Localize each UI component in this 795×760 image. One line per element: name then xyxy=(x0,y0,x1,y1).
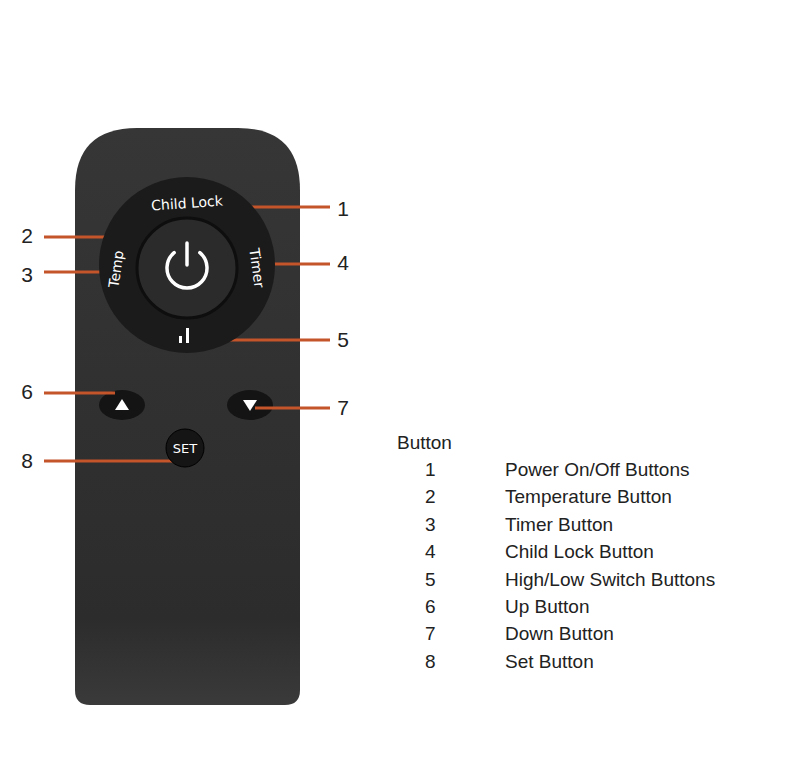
table-cell-number: 8 xyxy=(425,652,436,673)
remote-body xyxy=(75,128,300,705)
table-cell-number: 1 xyxy=(425,460,436,481)
table-cell-text: Up Button xyxy=(505,597,590,618)
table-cell-number: 7 xyxy=(425,624,436,645)
leader-line xyxy=(268,263,330,266)
table-cell-text: Temperature Button xyxy=(505,487,672,508)
table-cell-number: 2 xyxy=(425,487,436,508)
callout-number: 8 xyxy=(21,449,33,472)
table-header: Button xyxy=(397,433,452,454)
table-cell-text: Timer Button xyxy=(505,515,613,536)
power-button xyxy=(137,218,237,318)
table-cell-text: Down Button xyxy=(505,624,614,645)
callout-number: 7 xyxy=(337,396,349,419)
table-cell-number: 3 xyxy=(425,515,436,536)
up-arrow xyxy=(115,399,129,410)
table-cell-text: Power On/Off Buttons xyxy=(505,460,689,481)
callout-number: 4 xyxy=(337,251,349,274)
leader-line xyxy=(44,271,101,274)
dial-ring xyxy=(99,177,275,353)
level-icon xyxy=(179,336,182,343)
leader-line xyxy=(255,407,330,410)
power-icon xyxy=(185,243,189,265)
down-button xyxy=(227,390,273,420)
callout-number: 2 xyxy=(21,224,33,247)
button-label: SET xyxy=(173,442,197,455)
leader-line xyxy=(44,392,115,395)
level-icon xyxy=(186,328,189,343)
table-cell-text: High/Low Switch Buttons xyxy=(505,570,715,591)
callout-number: 5 xyxy=(337,328,349,351)
table-cell-number: 6 xyxy=(425,597,436,618)
set-button: SET xyxy=(165,428,205,468)
control-dial: Child LockTempTimer xyxy=(99,177,275,353)
callout-number: 3 xyxy=(21,263,33,286)
down-arrow xyxy=(243,400,257,411)
table-cell-number: 4 xyxy=(425,542,436,563)
callout-number: 6 xyxy=(21,380,33,403)
set-button-shape xyxy=(166,429,204,467)
table-cell-text: Set Button xyxy=(505,652,594,673)
leader-line xyxy=(44,460,176,463)
table-cell-text: Child Lock Button xyxy=(505,542,654,563)
callout-number: 1 xyxy=(337,197,349,220)
table-cell-number: 5 xyxy=(425,570,436,591)
leader-lines xyxy=(44,207,330,461)
